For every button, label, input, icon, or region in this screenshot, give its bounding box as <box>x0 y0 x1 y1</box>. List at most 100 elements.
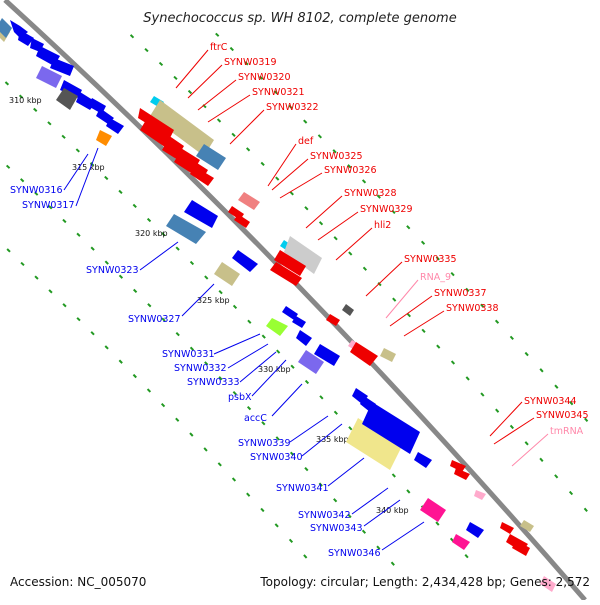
gene-label-SYNW0346[interactable]: SYNW0346 <box>328 548 381 559</box>
gene-label-SYNW0316[interactable]: SYNW0316 <box>10 185 63 196</box>
gene-arrow[interactable] <box>18 30 34 46</box>
gene-feature[interactable] <box>266 318 288 336</box>
gene-label-SYNW0338[interactable]: SYNW0338 <box>446 303 499 314</box>
track-tick <box>275 436 280 441</box>
gene-label-SYNW0337[interactable]: SYNW0337 <box>434 288 487 299</box>
gene-arrow[interactable] <box>466 522 484 538</box>
track-tick <box>480 392 485 397</box>
gene-arrow[interactable] <box>500 522 514 534</box>
track-tick <box>146 217 152 223</box>
gene-arrow[interactable] <box>232 250 258 272</box>
gene-label-SYNW0331[interactable]: SYNW0331 <box>162 349 215 360</box>
gene-arrow[interactable] <box>296 330 312 346</box>
gene-label-hli2[interactable]: hli2 <box>374 220 391 231</box>
gene-feature[interactable] <box>56 88 78 110</box>
gene-label-ftrC[interactable]: ftrC <box>210 42 228 53</box>
leader-line <box>75 147 99 207</box>
gene-arrow[interactable] <box>350 342 378 366</box>
gene-label-SYNW0339[interactable]: SYNW0339 <box>238 438 291 449</box>
gene-label-SYNW0332[interactable]: SYNW0332 <box>174 363 227 374</box>
gene-feature[interactable] <box>96 130 112 146</box>
track-tick <box>465 287 470 293</box>
gene-arrow[interactable] <box>450 460 466 472</box>
gene-arrow[interactable] <box>234 214 250 228</box>
gene-label-SYNW0317[interactable]: SYNW0317 <box>22 200 75 211</box>
gene-arrow[interactable] <box>314 344 340 366</box>
gene-feature[interactable] <box>298 350 324 374</box>
gene-label-SYNW0341[interactable]: SYNW0341 <box>276 483 329 494</box>
track-tick <box>189 432 194 437</box>
gene-feature[interactable] <box>0 18 12 38</box>
gene-label-SYNW0319[interactable]: SYNW0319 <box>224 57 277 68</box>
track-tick <box>132 203 137 209</box>
track-tick <box>218 290 223 295</box>
gene-arrow[interactable] <box>292 316 306 328</box>
gene-label-SYNW0333[interactable]: SYNW0333 <box>187 377 240 388</box>
gene-label-SYNW0322[interactable]: SYNW0322 <box>266 102 319 113</box>
gene-feature[interactable] <box>342 304 354 316</box>
gene-label-SYNW0327[interactable]: SYNW0327 <box>128 314 181 325</box>
gene-label-SYNW0329[interactable]: SYNW0329 <box>360 204 413 215</box>
track-tick <box>104 260 109 265</box>
gene-feature[interactable] <box>452 534 470 550</box>
gene-label-SYNW0328[interactable]: SYNW0328 <box>344 188 397 199</box>
gene-arrow[interactable] <box>190 166 214 186</box>
gene-label-SYNW0335[interactable]: SYNW0335 <box>404 254 457 265</box>
gene-feature[interactable] <box>346 418 402 470</box>
gene-feature[interactable] <box>284 236 322 274</box>
gene-arrow[interactable] <box>362 402 420 454</box>
gene-arrow[interactable] <box>106 118 124 134</box>
gene-label-SYNW0321[interactable]: SYNW0321 <box>252 87 305 98</box>
track-tick <box>118 189 123 195</box>
gene-arrow[interactable] <box>270 262 302 286</box>
gene-arrow[interactable] <box>512 540 530 556</box>
track-tick <box>465 376 470 381</box>
gene-arrow[interactable] <box>274 250 306 276</box>
gene-label-SYNW0325[interactable]: SYNW0325 <box>310 151 363 162</box>
track-tick <box>90 331 95 336</box>
leader-line <box>511 433 549 467</box>
track-tick <box>524 351 529 357</box>
gene-arrow[interactable] <box>184 200 218 228</box>
gene-feature[interactable] <box>196 144 226 170</box>
gene-feature[interactable] <box>214 262 240 286</box>
gene-feature[interactable] <box>520 520 534 532</box>
track-tick <box>6 248 11 253</box>
track-tick <box>275 176 280 181</box>
rna-feature[interactable] <box>540 576 556 592</box>
gene-feature[interactable] <box>380 348 396 362</box>
gene-feature[interactable] <box>166 214 206 244</box>
gene-label-SYNW0340[interactable]: SYNW0340 <box>250 452 303 463</box>
gene-label-accC[interactable]: accC <box>244 413 267 424</box>
track-tick <box>161 232 166 237</box>
gene-arrow[interactable] <box>454 468 470 480</box>
gene-arrow[interactable] <box>60 80 82 98</box>
gene-feature[interactable] <box>238 192 260 210</box>
gene-label-SYNW0342[interactable]: SYNW0342 <box>298 510 351 521</box>
gene-feature[interactable] <box>420 498 446 522</box>
gene-label-SYNW0326[interactable]: SYNW0326 <box>324 165 377 176</box>
track-tick <box>147 303 152 308</box>
gene-label-SYNW0320[interactable]: SYNW0320 <box>238 72 291 83</box>
gene-label-def[interactable]: def <box>298 136 314 147</box>
gene-arrow[interactable] <box>282 306 298 320</box>
gene-feature[interactable] <box>36 66 62 88</box>
track-tick <box>584 417 589 422</box>
track-tick <box>509 335 514 340</box>
gene-label-SYNW0344[interactable]: SYNW0344 <box>524 396 577 407</box>
gene-arrow[interactable] <box>326 314 340 326</box>
rna-feature[interactable] <box>474 490 486 500</box>
track-tick <box>406 489 411 494</box>
gene-arrow[interactable] <box>50 58 74 76</box>
leader-line <box>267 143 297 187</box>
gene-arrow[interactable] <box>414 452 432 468</box>
gene-feature[interactable] <box>150 100 214 156</box>
gene-label-RNA_9[interactable]: RNA_9 <box>420 272 451 283</box>
gene-label-psbX[interactable]: psbX <box>228 392 252 403</box>
gene-label-tmRNA[interactable]: tmRNA <box>550 426 584 437</box>
gene-label-SYNW0323[interactable]: SYNW0323 <box>86 265 139 276</box>
gene-label-SYNW0343[interactable]: SYNW0343 <box>310 523 363 534</box>
gene-arrow[interactable] <box>138 108 174 138</box>
gene-label-SYNW0345[interactable]: SYNW0345 <box>536 410 589 421</box>
leader-line <box>365 261 403 297</box>
